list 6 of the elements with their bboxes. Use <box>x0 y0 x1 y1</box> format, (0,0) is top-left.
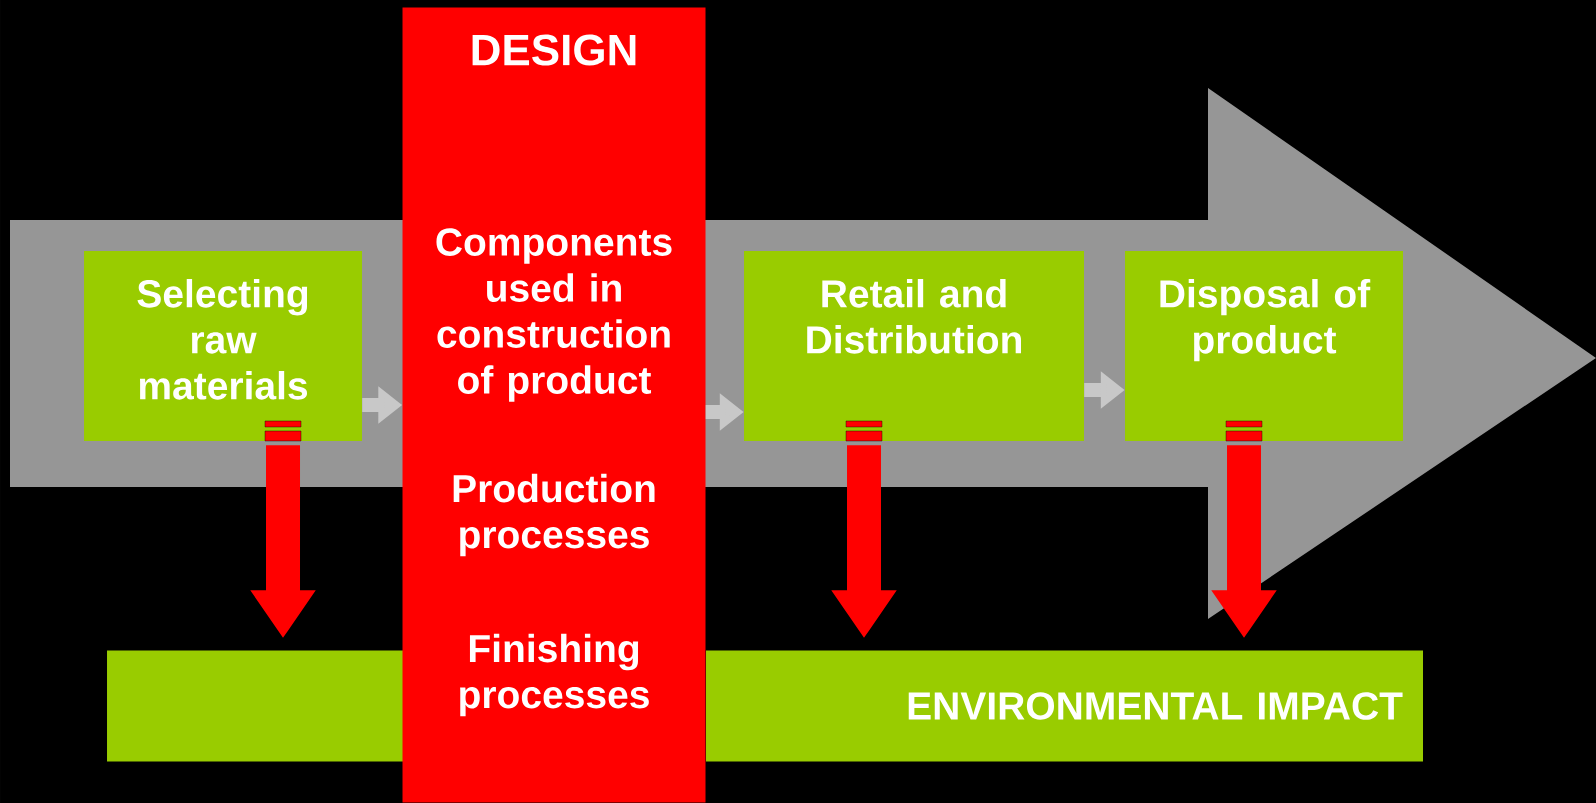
stage-box: Disposal of product <box>1125 251 1403 441</box>
band-segment <box>107 650 403 762</box>
stage-box: Retail and Distribution <box>744 251 1084 441</box>
stage-box: Selecting raw materials <box>84 251 362 441</box>
impact-band: ENVIRONMENTAL IMPACT <box>706 650 1423 762</box>
design-band: DESIGN Components used in construction of product Production processes Finishing processes <box>402 7 706 803</box>
